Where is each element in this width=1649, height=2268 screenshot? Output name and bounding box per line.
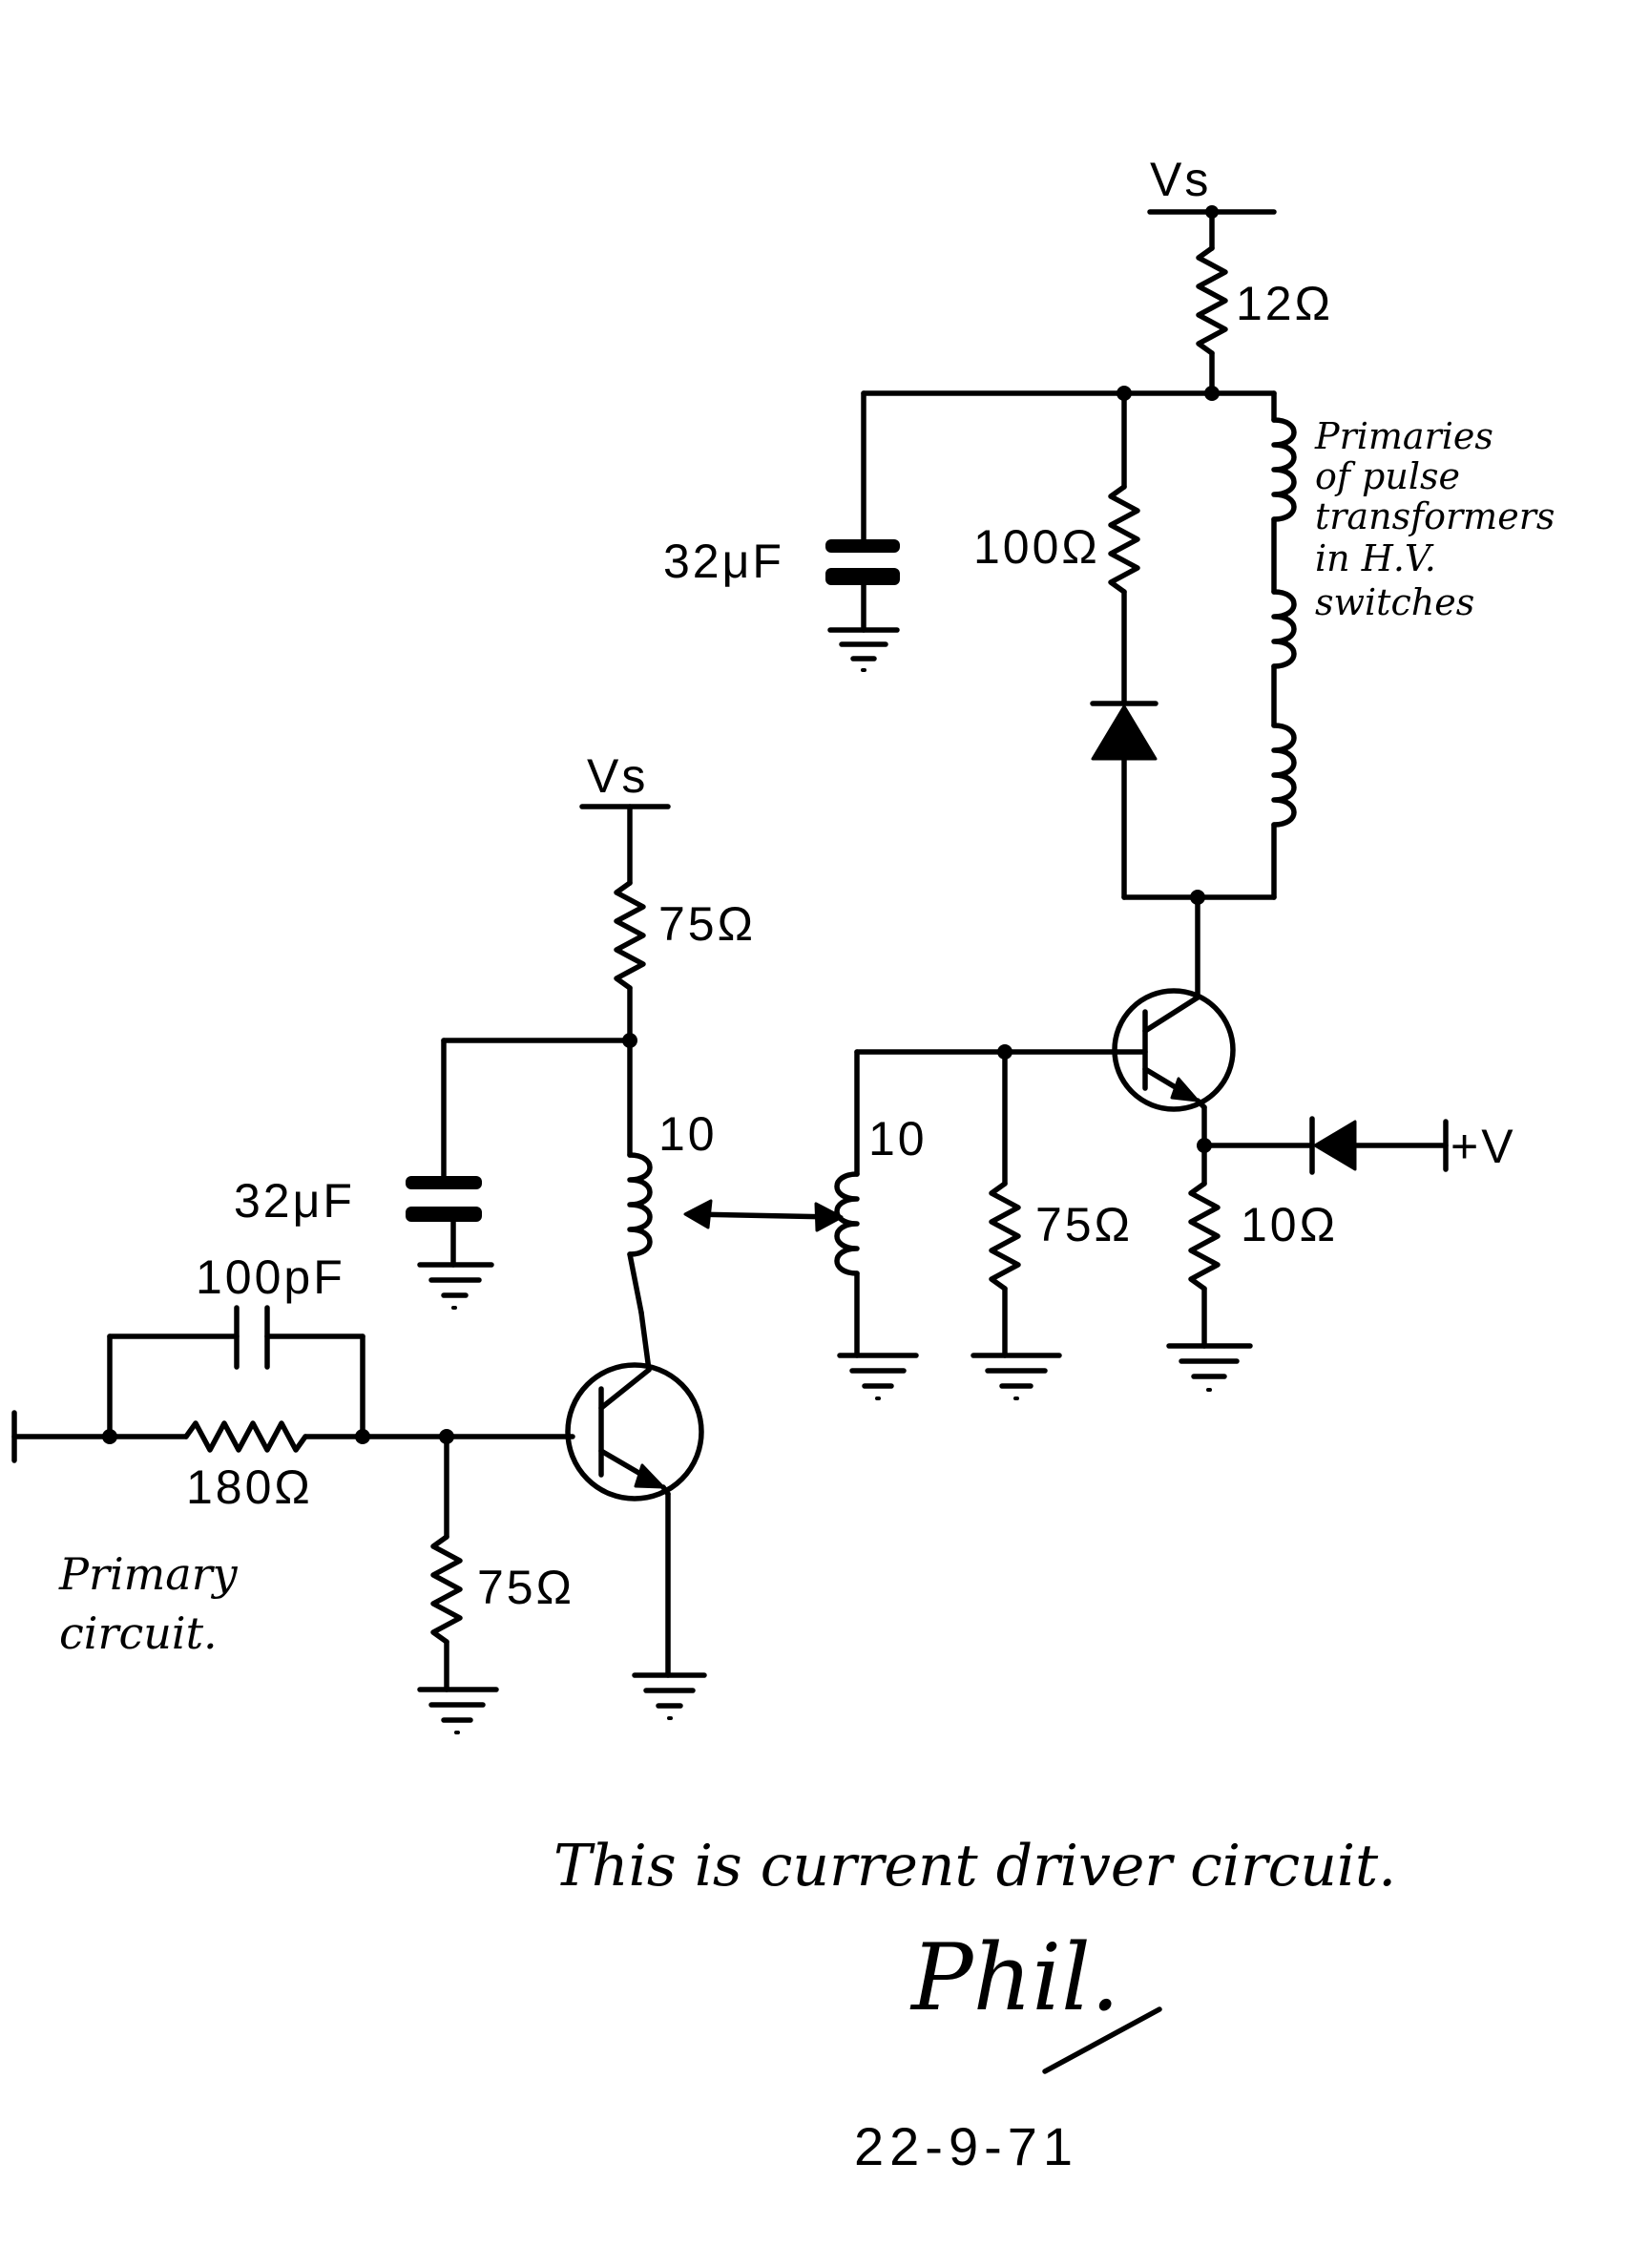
transistor-driver (565, 1362, 707, 1720)
coil-secondary-label: 10 (868, 1112, 928, 1166)
transformer-primary-coil (627, 1038, 653, 1373)
resistor-12-ohm (1196, 209, 1228, 394)
diode-clamp (1090, 701, 1158, 900)
primaries-note-line-1: Primaries (1314, 415, 1493, 457)
coil-primary-label: 10 (658, 1107, 718, 1161)
primaries-note-line-5: switches (1315, 581, 1474, 623)
resistor-75-ohm-base-right (971, 1049, 1062, 1400)
collector-join-wire (1121, 890, 1277, 1000)
emitter-node (1197, 1138, 1315, 1153)
vs-top-label: Vs (1150, 153, 1211, 206)
resistor-75-ohm-collector (614, 880, 646, 1043)
resistor-12-ohm-label: 12Ω (1236, 277, 1333, 330)
top-bus-wire (861, 386, 1277, 401)
primary-circuit-note: Primary circuit. (58, 1548, 251, 1659)
resistor-75-ohm-base-left-label: 75Ω (477, 1561, 574, 1614)
resistor-75-ohm-collector-label: 75Ω (658, 897, 756, 951)
primaries-note: Primaries of pulse transformers in H.V. … (1314, 415, 1566, 623)
diode-plus-v (1309, 1116, 1449, 1175)
capacitor-32uf-mid (406, 1038, 494, 1310)
vs-rail-mid (579, 804, 671, 886)
resistor-75-ohm-base-left (417, 1434, 499, 1734)
resistor-180-ohm-label: 180Ω (186, 1460, 313, 1514)
caption-note: This is current driver circuit. (553, 1833, 1396, 1900)
resistor-10-ohm-emitter (1166, 1143, 1253, 1392)
input-wire (11, 1410, 117, 1463)
primary-circuit-note-line-2: circuit. (59, 1607, 218, 1659)
capacitor-100pf-label: 100pF (196, 1250, 345, 1304)
resistor-10-ohm-emitter-label: 10Ω (1241, 1198, 1338, 1251)
signature-underline (1042, 2006, 1162, 2074)
transistor-output (1112, 988, 1236, 1148)
primaries-note-line-2: of pulse (1315, 455, 1460, 497)
signature: Phil. (909, 1924, 1119, 2031)
resistor-75-ohm-base-right-label: 75Ω (1035, 1198, 1133, 1251)
transformer-secondary-coil (834, 1049, 919, 1400)
capacitor-32uf-top-label: 32μF (663, 535, 784, 588)
resistor-100-ohm-label: 100Ω (973, 520, 1100, 574)
base-wire-output (854, 1044, 1148, 1060)
primaries-note-line-3: transformers (1315, 495, 1555, 537)
plus-v-label: +V (1451, 1120, 1516, 1173)
pulse-transformer-primaries (1271, 390, 1297, 900)
mid-bus-wire (441, 1033, 637, 1048)
capacitor-32uf-mid-label: 32μF (234, 1174, 355, 1228)
coupling-arrow (683, 1199, 844, 1232)
resistor-100-ohm (1108, 390, 1140, 704)
capacitor-100pf (107, 1305, 365, 1439)
date-note: 22-9-71 (854, 2116, 1078, 2176)
resistor-180-ohm (107, 1420, 575, 1453)
primaries-note-line-4: in H.V. (1315, 537, 1436, 579)
primary-circuit-note-line-1: Primary (58, 1548, 239, 1600)
vs-mid-label: Vs (587, 749, 648, 803)
capacitor-32uf-top (825, 390, 900, 672)
